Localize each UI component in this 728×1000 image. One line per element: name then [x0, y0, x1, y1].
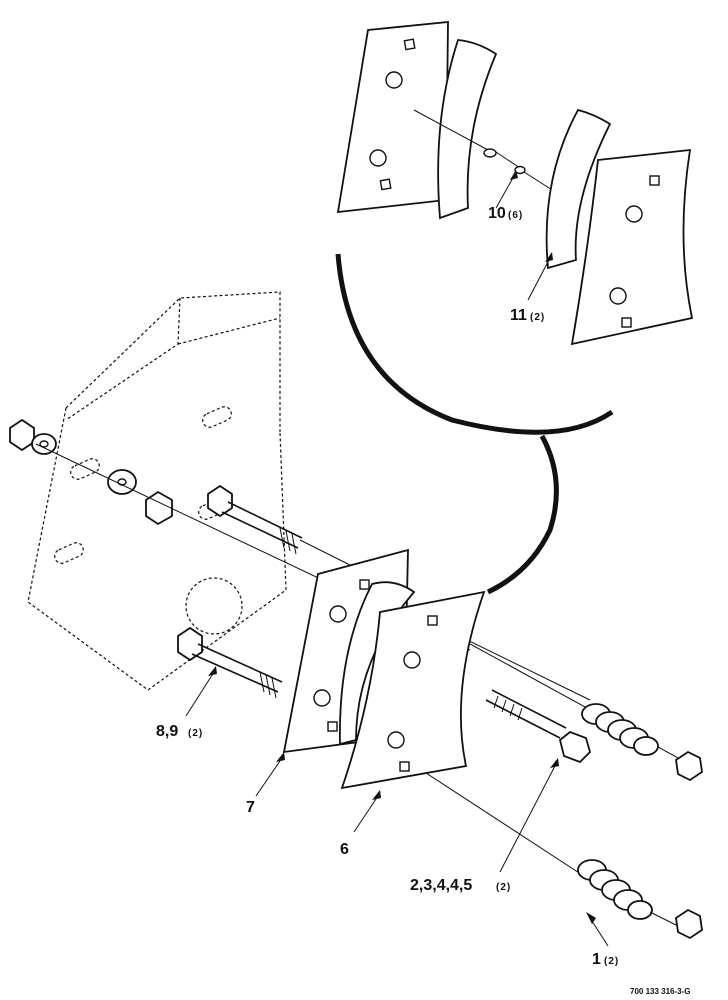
callout-quantity: (6) — [508, 210, 523, 221]
callout-number: 8,9 — [156, 723, 178, 740]
callout-11: 11 (2) — [510, 307, 545, 324]
callout-number: 6 — [340, 841, 349, 858]
leader-arrows — [185, 170, 609, 947]
callout-quantity: (2) — [496, 882, 511, 893]
callout-7: 7 — [246, 799, 255, 816]
detail-front-shoe — [570, 148, 694, 346]
callout-quantity: (2) — [604, 956, 619, 967]
bracket-hardware — [9, 418, 303, 699]
callout-quantity: (2) — [530, 312, 545, 323]
detail-carriage-bolt — [514, 165, 526, 175]
detail-carriage-bolt — [483, 148, 497, 158]
detail-back-plate-slot — [403, 38, 416, 51]
reference-number: 700 133 316-3-G — [630, 987, 691, 996]
detail-curved-strip-2 — [545, 108, 612, 270]
callout-2-3-4-4-5: 2,3,4,4,5 (2) — [410, 877, 511, 894]
detail-front-shoe-slot — [621, 317, 632, 328]
detail-front-shoe-slot — [649, 175, 660, 186]
detail-back-plate-hole — [369, 149, 387, 167]
detail-back-plate — [336, 21, 449, 214]
detail-curved-strip — [437, 39, 498, 220]
callout-6: 6 — [340, 841, 349, 858]
detail-inset — [336, 21, 694, 346]
callout-8-9: 8,9 (2) — [156, 723, 203, 740]
detail-front-shoe-hole — [625, 205, 643, 223]
detail-circle-arc — [486, 434, 559, 595]
detail-back-plate-slot — [379, 178, 392, 191]
detail-front-shoe-hole — [609, 287, 627, 305]
detail-circle-arc — [335, 253, 614, 435]
callout-1: 1 (2) — [592, 951, 619, 968]
main-shoe-6 — [340, 590, 486, 790]
lower-spring — [577, 859, 653, 920]
callout-number: 7 — [246, 799, 255, 816]
upper-spring — [581, 703, 659, 756]
detail-back-plate-hole — [385, 71, 403, 89]
callout-number: 2,3,4,4,5 — [410, 877, 472, 894]
callout-10: 10 (6) — [488, 205, 523, 222]
callout-quantity: (2) — [188, 728, 203, 739]
spring-bolt-assembly — [485, 689, 703, 940]
callout-number: 10 — [488, 205, 506, 222]
callout-number: 1 — [592, 951, 601, 968]
frame-bracket — [27, 291, 287, 691]
curved-wear-strip — [339, 581, 416, 746]
callout-number: 11 — [510, 307, 527, 324]
